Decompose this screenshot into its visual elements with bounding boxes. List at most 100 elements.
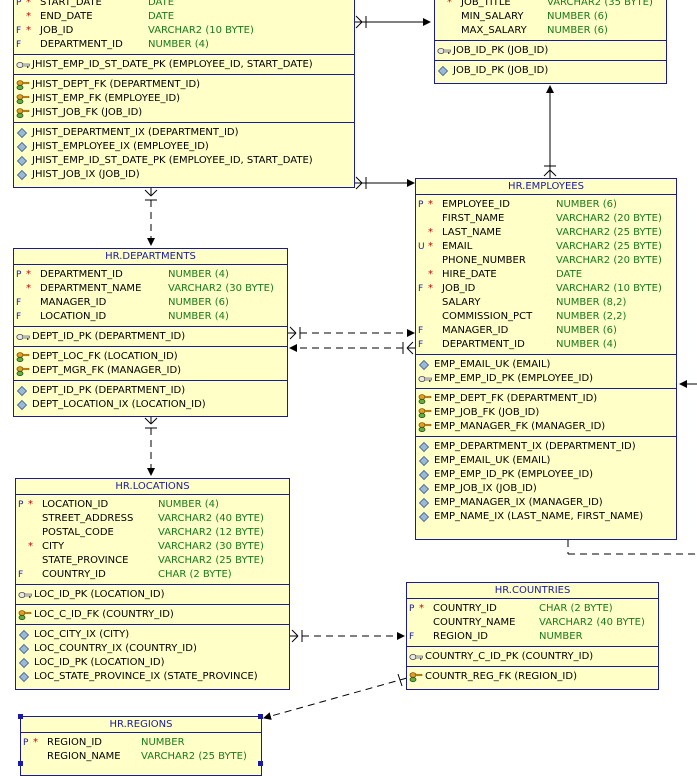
index-row[interactable]: DEPT_ID_PK (DEPARTMENT_ID) [14, 384, 287, 398]
foreign-key-row[interactable]: JHIST_DEPT_FK (DEPARTMENT_ID) [14, 78, 354, 92]
constraint-row[interactable]: EMP_EMAIL_UK (EMAIL) [416, 358, 676, 372]
fk-key-icon [16, 79, 30, 93]
index-row[interactable]: LOC_ID_PK (LOCATION_ID) [16, 656, 289, 670]
column-name: EMPLOYEE_ID [442, 199, 510, 210]
selection-handle[interactable] [18, 714, 23, 719]
foreign-key-row[interactable]: EMP_MANAGER_FK (MANAGER_ID) [416, 420, 676, 434]
index-row[interactable]: EMP_NAME_IX (LAST_NAME, FIRST_NAME) [416, 510, 676, 524]
selection-handle[interactable] [18, 761, 23, 766]
foreign-key-row[interactable]: LOC_C_ID_FK (COUNTRY_ID) [16, 608, 289, 622]
index-row[interactable]: DEPT_LOCATION_IX (LOCATION_ID) [14, 398, 287, 412]
index-row[interactable]: LOC_COUNTRY_IX (COUNTRY_ID) [16, 642, 289, 656]
pk-key-icon [18, 589, 32, 603]
index-row[interactable]: JHIST_JOB_IX (JOB_ID) [14, 168, 354, 182]
index-row[interactable]: LOC_STATE_PROVINCE_IX (STATE_PROVINCE) [16, 670, 289, 684]
selection-handle[interactable] [258, 714, 263, 719]
foreign-key-row[interactable]: EMP_JOB_FK (JOB_ID) [416, 406, 676, 420]
index-row[interactable]: EMP_MANAGER_IX (MANAGER_ID) [416, 496, 676, 510]
column-type: VARCHAR2 (40 BYTE) [539, 617, 645, 628]
foreign-key-row[interactable]: COUNTR_REG_FK (REGION_ID) [407, 670, 658, 684]
index-row[interactable]: JOB_ID_PK (JOB_ID) [435, 64, 666, 78]
constraint-row[interactable]: EMP_EMP_ID_PK (EMPLOYEE_ID) [416, 372, 676, 386]
index-row[interactable]: EMP_JOB_IX (JOB_ID) [416, 482, 676, 496]
constraint-row[interactable]: JOB_ID_PK (JOB_ID) [435, 44, 666, 58]
constraint-row[interactable]: LOC_ID_PK (LOCATION_ID) [16, 588, 289, 602]
loc-country-fk-line [290, 629, 405, 643]
column-name: EMAIL [442, 241, 473, 252]
constraint-row[interactable]: JHIST_EMP_ID_ST_DATE_PK (EMPLOYEE_ID, ST… [14, 58, 354, 72]
key-flag: P [16, 270, 22, 280]
constraint-row[interactable]: DEPT_ID_PK (DEPARTMENT_ID) [14, 330, 287, 344]
index-row[interactable]: LOC_CITY_IX (CITY) [16, 628, 289, 642]
column-name: HIRE_DATE [442, 269, 497, 280]
column-type: NUMBER (6) [547, 11, 608, 22]
index-row[interactable]: JHIST_DEPARTMENT_IX (DEPARTMENT_ID) [14, 126, 354, 140]
index-icon [437, 65, 451, 79]
foreign-key-row[interactable]: DEPT_LOC_FK (LOCATION_ID) [14, 350, 287, 364]
constraint-text: EMP_MANAGER_IX (MANAGER_ID) [434, 497, 603, 508]
index-row[interactable]: JHIST_EMPLOYEE_IX (EMPLOYEE_ID) [14, 140, 354, 154]
index-row[interactable]: JHIST_EMP_ID_ST_DATE_PK (EMPLOYEE_ID, ST… [14, 154, 354, 168]
key-flag: F [418, 284, 424, 294]
index-row[interactable]: EMP_EMP_ID_PK (EMPLOYEE_ID) [416, 468, 676, 482]
index-row[interactable]: EMP_DEPARTMENT_IX (DEPARTMENT_ID) [416, 440, 676, 454]
column-name: START_DATE [40, 0, 102, 8]
constraint-text: LOC_ID_PK (LOCATION_ID) [34, 657, 165, 668]
column-type: CHAR (2 BYTE) [539, 603, 613, 614]
foreign-key-row[interactable]: EMP_DEPT_FK (DEPARTMENT_ID) [416, 392, 676, 406]
constraint-row[interactable]: COUNTRY_C_ID_PK (COUNTRY_ID) [407, 650, 658, 664]
required-mark: * [26, 283, 31, 294]
foreign-key-row[interactable]: JHIST_JOB_FK (JOB_ID) [14, 106, 354, 120]
selection-handle[interactable] [258, 761, 263, 766]
index-row[interactable]: EMP_EMAIL_UK (EMAIL) [416, 454, 676, 468]
key-flag: U [418, 242, 425, 252]
constraint-text: LOC_ID_PK (LOCATION_ID) [34, 589, 165, 600]
foreign-key-row[interactable]: DEPT_MGR_FK (MANAGER_ID) [14, 364, 287, 378]
foreign-key-row[interactable]: JHIST_EMP_FK (EMPLOYEE_ID) [14, 92, 354, 106]
fk-key-icon [418, 393, 432, 407]
column-type: NUMBER (4) [168, 269, 229, 280]
constraint-text: COUNTR_REG_FK (REGION_ID) [425, 671, 577, 682]
